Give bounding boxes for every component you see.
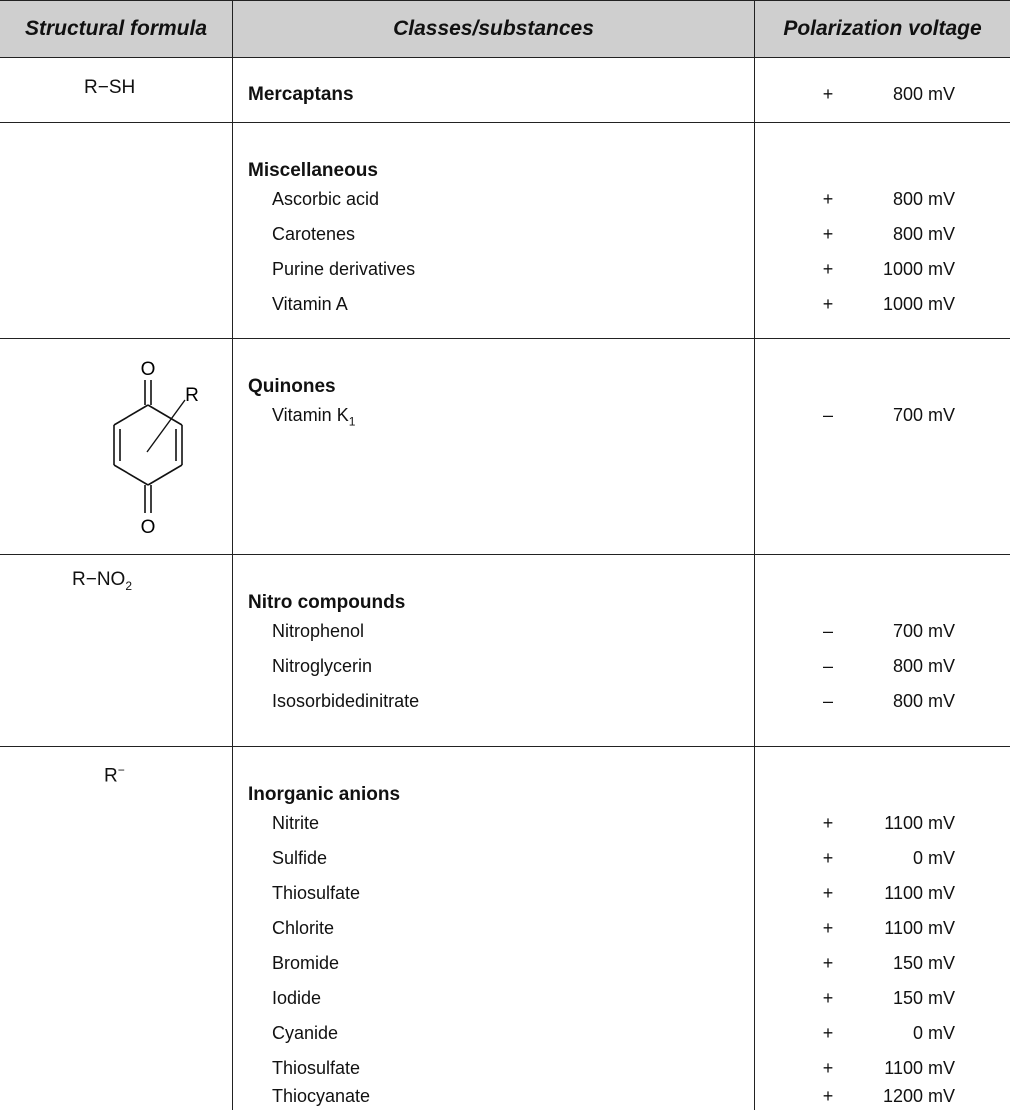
substance-name: Nitrophenol (272, 621, 365, 641)
voltage-value: 150 mV (892, 988, 955, 1008)
voltage-sign: + (822, 189, 834, 209)
header-polarization-voltage: Polarization voltage (783, 17, 982, 40)
voltage-sign: + (822, 1058, 834, 1078)
voltage-value: 800 mV (892, 224, 955, 244)
header-classes-substances: Classes/substances (393, 17, 594, 40)
column-divider (232, 0, 233, 1110)
substance-subscript: 1 (348, 414, 356, 429)
substance-name: Vitamin A (272, 294, 348, 314)
substance-name: Carotenes (272, 224, 356, 244)
oxygen-atom-top: O (141, 359, 156, 380)
voltage-value: 800 mV (892, 691, 955, 711)
row-divider (0, 338, 1010, 339)
voltage-sign: + (822, 84, 834, 104)
substance-name: Ascorbic acid (272, 189, 380, 209)
voltage-sign: + (822, 988, 834, 1008)
substance-name-text: Vitamin K (272, 405, 349, 425)
voltage-sign: + (822, 224, 834, 244)
substance-name: Cyanide (272, 1023, 339, 1043)
quinone-structure: O R O (113, 359, 199, 538)
oxygen-atom-bottom: O (141, 517, 156, 538)
voltage-sign: + (822, 1023, 834, 1043)
substance-name: Purine derivatives (272, 259, 416, 279)
voltage-sign: + (822, 848, 834, 868)
substance-name: Nitroglycerin (272, 656, 373, 676)
substance-name: Thiosulfate (272, 1058, 361, 1078)
voltage-value: 1100 mV (884, 883, 955, 903)
r-substituent: R (185, 385, 199, 406)
voltage-sign: + (822, 813, 834, 833)
voltage-sign: + (822, 294, 834, 314)
formula-nitro-text: R−NO (72, 569, 126, 590)
voltage-sign: – (822, 405, 833, 425)
voltage-value: 800 mV (892, 656, 955, 676)
voltage-value: 700 mV (892, 621, 955, 641)
voltage-value: 1000 mV (882, 259, 955, 279)
substance-name: Thiocyanate (272, 1086, 371, 1106)
substance-name: Sulfide (272, 848, 328, 868)
voltage-value: 150 mV (892, 953, 955, 973)
class-label: Miscellaneous (248, 160, 378, 181)
substance-name: Iodide (272, 988, 322, 1008)
substance-name: Bromide (272, 953, 340, 973)
voltage-value: 0 mV (912, 1023, 955, 1043)
voltage-value: 1100 mV (884, 813, 955, 833)
voltage-value: 800 mV (892, 84, 955, 104)
formula-mercaptan: R−SH (84, 77, 136, 98)
class-label: Inorganic anions (248, 784, 401, 805)
formula-anion-text: R (104, 765, 118, 787)
row-divider (0, 122, 1010, 123)
substance-name: Chlorite (272, 918, 335, 938)
column-divider (754, 0, 755, 1110)
voltage-sign: + (822, 953, 834, 973)
class-label: Mercaptans (248, 84, 354, 105)
substance-name: Nitrite (272, 813, 320, 833)
voltage-sign: + (822, 1086, 834, 1106)
row-divider (0, 554, 1010, 555)
voltage-value: 1100 mV (884, 918, 955, 938)
substance-name: Thiosulfate (272, 883, 361, 903)
voltage-sign: + (822, 883, 834, 903)
voltage-value: 0 mV (912, 848, 955, 868)
voltage-sign: + (822, 918, 834, 938)
row-divider (0, 746, 1010, 747)
formula-anion: R− (104, 763, 125, 787)
voltage-value: 1200 mV (882, 1086, 955, 1106)
voltage-value: 700 mV (892, 405, 955, 425)
voltage-sign: + (822, 259, 834, 279)
substance-name: Isosorbidedinitrate (272, 691, 420, 711)
voltage-value: 1000 mV (882, 294, 955, 314)
substance-name: Vitamin K1 (272, 405, 355, 429)
voltage-value: 800 mV (892, 189, 955, 209)
formula-nitro-subscript: 2 (125, 578, 133, 593)
class-label: Quinones (248, 376, 336, 397)
voltage-sign: – (822, 691, 833, 711)
formula-nitro: R−NO2 (72, 569, 132, 593)
header-structural-formula: Structural formula (24, 17, 208, 40)
class-label: Nitro compounds (248, 592, 406, 613)
formula-anion-superscript: − (117, 763, 125, 777)
voltage-value: 1100 mV (884, 1058, 955, 1078)
table-header: Structural formula Classes/substances Po… (0, 0, 1010, 58)
voltage-sign: – (822, 656, 833, 676)
voltage-sign: – (822, 621, 833, 641)
